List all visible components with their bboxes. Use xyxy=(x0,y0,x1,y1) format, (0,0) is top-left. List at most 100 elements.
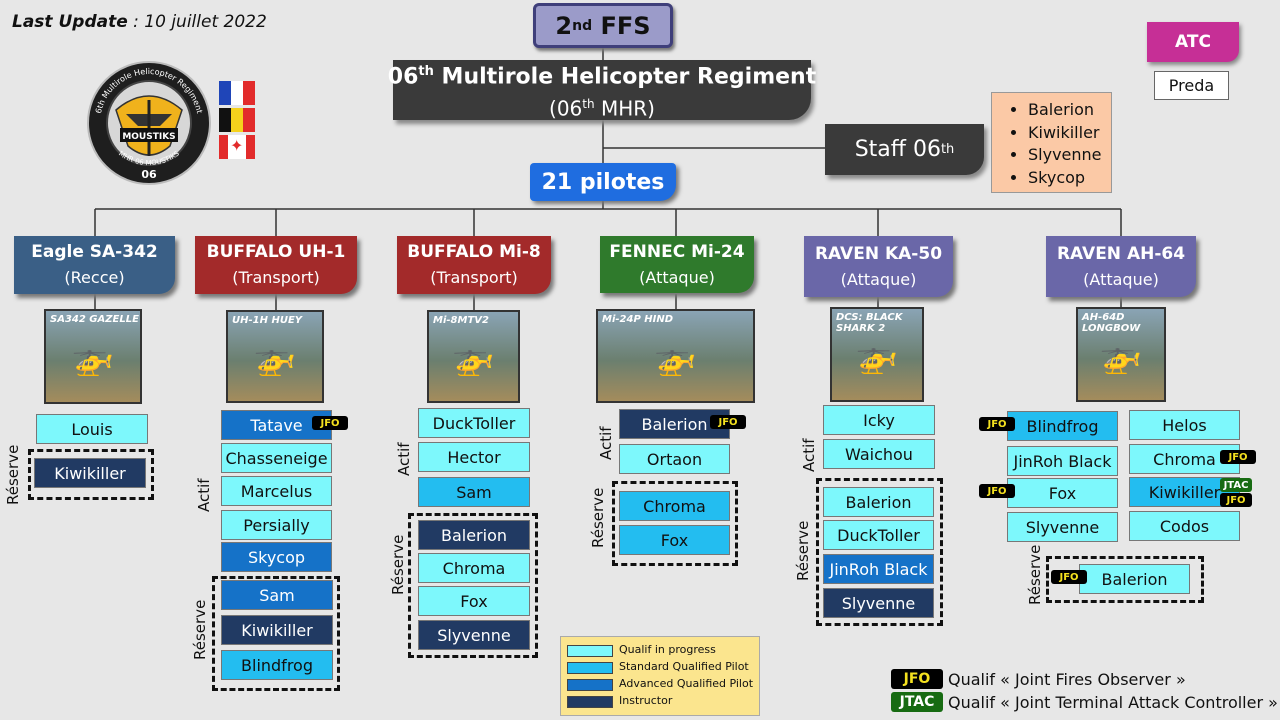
aircraft-caption: Mi-8MTV2 xyxy=(433,315,489,326)
pilot-entry[interactable]: Fox xyxy=(418,586,530,616)
pilot-entry[interactable]: DuckToller xyxy=(823,520,934,550)
pilots-total[interactable]: 21 pilotes xyxy=(530,163,676,201)
pilot-entry[interactable]: Balerion xyxy=(823,487,934,517)
group-label-actif: Actif xyxy=(395,442,413,476)
pilot-entry[interactable]: Blindfrog xyxy=(221,650,333,680)
squadron-header[interactable]: FENNEC Mi-24(Attaque) xyxy=(600,236,754,293)
staff-member: Slyvenne xyxy=(1028,144,1105,167)
legend-swatch xyxy=(567,662,613,674)
squadron-header[interactable]: Eagle SA-342 (Recce) xyxy=(14,236,175,294)
pilot-entry[interactable]: DuckToller xyxy=(418,408,530,438)
flag-canada: ✦ xyxy=(219,135,255,159)
group-label-reserve: Réserve xyxy=(1026,544,1044,605)
aircraft-image: AH-64D LONGBOW🚁 xyxy=(1076,307,1166,402)
squadron-header[interactable]: RAVEN KA-50(Attaque) xyxy=(804,236,953,297)
pilot-entry[interactable]: Louis xyxy=(36,414,148,444)
reserve-group xyxy=(1046,556,1204,603)
pilot-entry[interactable]: Persially xyxy=(221,510,332,540)
ffs-sup: nd xyxy=(572,17,593,34)
aircraft-image: Mi-8MTV2🚁 xyxy=(427,310,520,403)
logo-number: 06 xyxy=(141,168,157,181)
aircraft-image: DCS: BLACK SHARK 2🚁 xyxy=(830,307,924,402)
pilot-entry[interactable]: JinRoh Black xyxy=(1007,446,1118,476)
pilot-entry[interactable]: Hector xyxy=(418,442,530,472)
group-label-reserve: Réserve xyxy=(4,444,22,505)
group-label-reserve: Réserve xyxy=(794,520,812,581)
aircraft-image: UH-1H HUEY 🚁 xyxy=(226,310,324,403)
pilot-entry[interactable]: Chroma xyxy=(619,491,730,521)
jtac-legend-badge: JTAC xyxy=(891,692,943,712)
reserve-group xyxy=(408,513,538,658)
pilot-entry[interactable]: Icky xyxy=(823,405,935,435)
badge-note-text: Qualif « Joint Fires Observer » xyxy=(948,670,1186,689)
squadron-name: FENNEC Mi-24 xyxy=(609,241,745,262)
pilot-entry[interactable]: Slyvenne xyxy=(418,620,530,650)
squadron-name: BUFFALO Mi-8 xyxy=(407,242,541,262)
reserve-group xyxy=(816,478,943,626)
staff-member: Kiwikiller xyxy=(1028,122,1105,145)
pilot-entry[interactable]: Sam xyxy=(418,477,530,507)
helicopter-icon: 🚁 xyxy=(71,338,115,379)
jfo-badge: JFO xyxy=(979,417,1015,431)
helicopter-icon: 🚁 xyxy=(253,338,297,379)
squadron-header[interactable]: RAVEN AH-64(Attaque) xyxy=(1046,236,1196,297)
atc-box[interactable]: ATC xyxy=(1147,22,1239,62)
jtac-badge: JTAC xyxy=(1220,478,1252,492)
logo-name: MOUSTIKS xyxy=(122,132,175,142)
group-label-reserve: Réserve xyxy=(589,487,607,548)
maple-leaf-icon: ✦ xyxy=(230,136,244,155)
legend-swatch xyxy=(567,679,613,691)
aircraft-caption: SA342 GAZELLE xyxy=(50,314,139,325)
pilot-entry[interactable]: Kiwikiller xyxy=(221,615,333,645)
squadron-name: RAVEN AH-64 xyxy=(1056,243,1186,264)
pilot-entry[interactable]: JinRoh Black xyxy=(823,554,934,584)
pilot-entry[interactable]: Codos xyxy=(1129,511,1240,541)
pilot-entry[interactable]: Slyvenne xyxy=(823,588,934,618)
jfo-badge: JFO xyxy=(1220,493,1252,507)
regiment-line2: (06th MHR) xyxy=(549,97,655,121)
pilot-entry[interactable]: Chroma xyxy=(418,553,530,583)
squadron-role: (Recce) xyxy=(64,268,125,287)
pilot-entry[interactable]: Blindfrog xyxy=(1007,411,1118,441)
pilot-entry[interactable]: Skycop xyxy=(221,542,332,572)
aircraft-caption: UH-1H HUEY xyxy=(232,315,303,326)
pilot-entry[interactable]: Waichou xyxy=(823,439,935,469)
pilot-entry[interactable]: Chroma xyxy=(1129,444,1240,474)
group-label-actif: Actif xyxy=(800,438,818,472)
squadron-header[interactable]: BUFFALO UH-1(Transport) xyxy=(195,236,357,294)
jfo-badge: JFO xyxy=(710,415,746,429)
jfo-badge: JFO xyxy=(1220,450,1256,464)
helicopter-icon: 🚁 xyxy=(855,336,899,377)
aircraft-caption: DCS: BLACK SHARK 2 xyxy=(836,312,903,334)
pilot-entry[interactable]: Fox xyxy=(1007,478,1118,508)
pilot-entry[interactable]: Fox xyxy=(619,525,730,555)
legend-swatch xyxy=(567,696,613,708)
pilot-entry[interactable]: Marcelus xyxy=(221,476,332,506)
badge-note-text: Qualif « Joint Terminal Attack Controlle… xyxy=(948,693,1278,712)
pilot-entry[interactable]: Ortaon xyxy=(619,444,730,474)
aircraft-caption: AH-64D LONGBOW xyxy=(1082,312,1141,334)
squadron-role: (Attaque) xyxy=(840,269,917,289)
group-label-reserve: Réserve xyxy=(191,599,209,660)
aircraft-image: Mi-24P HIND 🚁 xyxy=(596,309,755,403)
pilot-entry[interactable]: Helos xyxy=(1129,410,1240,440)
pilot-entry[interactable]: Kiwikiller xyxy=(34,458,146,488)
ffs-base: 2 xyxy=(555,11,573,40)
legend-label: Advanced Qualified Pilot xyxy=(619,677,754,690)
flag-belgium xyxy=(219,108,255,132)
legend-label: Standard Qualified Pilot xyxy=(619,660,749,673)
ffs-rest: FFS xyxy=(592,11,651,40)
squadron-role: (Transport) xyxy=(430,268,518,287)
pilot-entry[interactable]: Slyvenne xyxy=(1007,512,1118,542)
pilot-entry[interactable]: Balerion xyxy=(418,520,530,550)
squadron-name: Eagle SA-342 xyxy=(31,242,158,262)
regiment-box[interactable]: 06th Multirole Helicopter Regiment (06th… xyxy=(388,60,816,121)
helicopter-icon: 🚁 xyxy=(654,337,697,378)
pilot-entry[interactable]: Sam xyxy=(221,580,333,610)
squadron-header[interactable]: BUFFALO Mi-8 (Transport) xyxy=(397,236,551,294)
pilot-entry[interactable]: Chasseneige xyxy=(221,443,332,473)
aircraft-caption: Mi-24P HIND xyxy=(602,314,674,325)
